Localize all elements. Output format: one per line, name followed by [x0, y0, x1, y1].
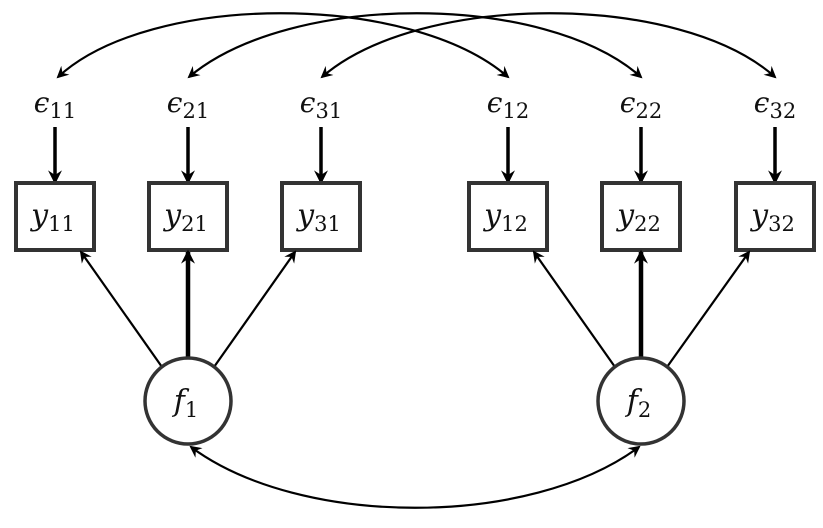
- symbol: y: [749, 198, 769, 233]
- factor-circle: [143, 356, 233, 446]
- subscript: 21: [181, 212, 208, 236]
- error-covariance-e21-e22: [187, 12, 643, 79]
- factor-f2: f2: [596, 356, 686, 446]
- indicator-y12: y12: [467, 181, 549, 252]
- indicator-box: [280, 181, 362, 252]
- subscript: 11: [49, 99, 76, 123]
- symbol: y: [162, 198, 182, 233]
- indicator-y32: y32: [734, 181, 816, 252]
- subscript: 11: [48, 212, 75, 236]
- symbol: y: [615, 198, 635, 233]
- label-text: ϵ12: [487, 86, 529, 123]
- subscript: 12: [502, 99, 529, 123]
- indicator-box: [467, 181, 549, 252]
- indicator-box: [14, 181, 96, 252]
- loading-f1-y11: [79, 250, 163, 368]
- latent-factors: f1 f2: [143, 356, 686, 446]
- error-covariance-e31-e32: [320, 12, 777, 79]
- label-text: y31: [295, 198, 341, 236]
- error-node-e31: ϵ31: [300, 86, 342, 123]
- error-node-e32: ϵ32: [754, 86, 796, 123]
- indicator-y31: y31: [280, 181, 362, 252]
- symbol: ϵ: [34, 86, 50, 119]
- subscript: 2: [638, 398, 651, 422]
- subscript: 12: [501, 212, 528, 236]
- subscript: 31: [314, 212, 341, 236]
- label-text: y22: [615, 198, 661, 236]
- symbol: y: [295, 198, 315, 233]
- error-node-e22: ϵ22: [620, 86, 662, 123]
- indicator-y22: y22: [600, 181, 682, 252]
- label-text: ϵ31: [300, 86, 342, 123]
- label-text: ϵ22: [620, 86, 662, 123]
- indicator-box: [147, 181, 229, 252]
- subscript: 31: [315, 99, 342, 123]
- error-node-e12: ϵ12: [487, 86, 529, 123]
- factor-circle: [596, 356, 686, 446]
- label-text: ϵ21: [167, 86, 209, 123]
- subscript: 22: [635, 99, 662, 123]
- subscript: 22: [634, 212, 661, 236]
- indicator-y21: y21: [147, 181, 229, 252]
- symbol: y: [482, 198, 502, 233]
- label-text: y11: [29, 198, 75, 236]
- label-text: ϵ11: [34, 86, 76, 123]
- error-node-e11: ϵ11: [34, 86, 76, 123]
- error-covariance-e11-e12: [56, 12, 510, 79]
- label-text: y12: [482, 198, 528, 236]
- subscript: 21: [182, 99, 209, 123]
- symbol: ϵ: [300, 86, 316, 119]
- error-paths: [48, 127, 782, 185]
- loading-f2-y32: [666, 250, 751, 368]
- label-text: y32: [749, 198, 795, 236]
- symbol: ϵ: [167, 86, 183, 119]
- symbol: ϵ: [620, 86, 636, 119]
- label-text: ϵ32: [754, 86, 796, 123]
- factor-f1: f1: [143, 356, 233, 446]
- symbol: y: [29, 198, 49, 233]
- subscript: 1: [185, 398, 198, 422]
- symbol: ϵ: [754, 86, 770, 119]
- label-text: y21: [162, 198, 208, 236]
- factor-loadings: [79, 249, 751, 368]
- symbol: ϵ: [487, 86, 503, 119]
- loading-f1-y31: [213, 250, 297, 368]
- indicator-box: [734, 181, 816, 252]
- loading-f2-y12: [532, 250, 616, 368]
- subscript: 32: [768, 212, 795, 236]
- subscript: 32: [769, 99, 796, 123]
- factor-covariance-f1-f2: [189, 445, 641, 509]
- error-covariance-arcs: [56, 12, 777, 79]
- error-node-e21: ϵ21: [167, 86, 209, 123]
- indicator-y11: y11: [14, 181, 96, 252]
- indicator-box: [600, 181, 682, 252]
